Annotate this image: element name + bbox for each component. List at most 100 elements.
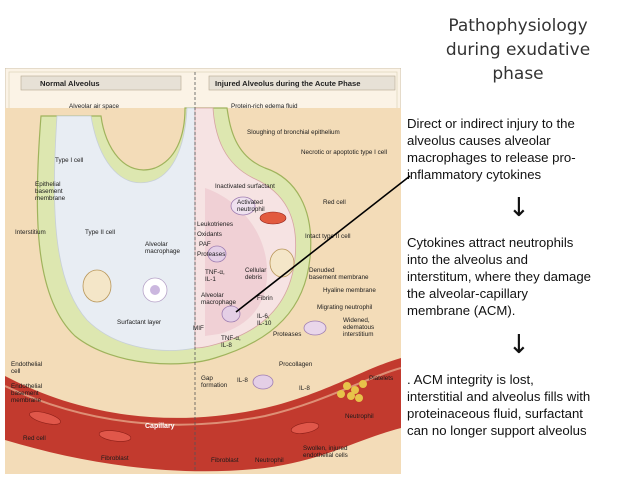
label-edema-fluid: Protein-rich edema fluid	[231, 103, 298, 110]
label-alveolar-macrophage: macrophage	[145, 248, 181, 255]
label-mif: MIF	[193, 325, 204, 332]
text-line: membrane (ACM).	[407, 303, 516, 318]
label-interstitium: Interstitium	[15, 229, 46, 236]
label-widened-interstitium: Widened,	[343, 317, 370, 324]
label-endothelial-bm: Endothelial	[11, 383, 42, 390]
alveolar-macrophage-right	[221, 305, 241, 323]
label-migrating-neutrophil: Migrating neutrophil	[317, 304, 372, 311]
step-1-text: Direct or indirect injury to the alveolu…	[407, 115, 635, 183]
label-endothelial-bm: membrane	[11, 397, 42, 404]
intact-type-2-cell	[269, 248, 295, 278]
label-fibroblast-left: Fibroblast	[101, 455, 129, 462]
label-epithelial: membrane	[35, 195, 66, 202]
label-il8: IL-8	[299, 385, 310, 392]
neutrophil	[207, 245, 227, 263]
text-line: Cytokines attract neutrophils	[407, 235, 574, 250]
label-necrotic-cell: Necrotic or apoptotic type I cell	[301, 149, 387, 156]
migrating-neutrophil	[303, 320, 327, 336]
normal-header-box	[20, 75, 182, 91]
label-paf: PAF	[199, 241, 211, 248]
label-alveolar-macrophage-right: Alveolar	[201, 292, 224, 299]
alveolus-illustration: Normal Alveolus Injured Alveolus during …	[5, 68, 401, 474]
capillary	[5, 358, 401, 472]
alveolus-diagram: Normal Alveolus Injured Alveolus during …	[5, 68, 401, 474]
label-fibrin: Fibrin	[257, 295, 273, 302]
text-line: interstitum, where they damage	[407, 269, 591, 284]
platelets-cluster	[337, 380, 367, 402]
label-tnf-il1: IL-1	[205, 276, 216, 283]
label-cellular-debris: Cellular	[245, 267, 266, 274]
title-line: phase	[492, 64, 544, 84]
label-neutrophil-mid: Neutrophil	[345, 413, 374, 420]
text-line: Direct or indirect injury to the	[407, 116, 575, 131]
label-proteases-right: Proteases	[273, 331, 301, 338]
macrophage-nucleus	[150, 285, 160, 295]
text-line: the alveolar-capillary	[407, 286, 528, 301]
label-platelets: Platelets	[369, 375, 393, 382]
label-il6-il10: IL-6,	[257, 313, 270, 320]
red-cell	[290, 422, 320, 434]
text-line: macrophages to release pro-	[407, 150, 576, 165]
label-inactivated-surfactant: Inactivated surfactant	[215, 183, 275, 190]
label-capillary: Capillary	[145, 423, 175, 430]
neutrophil-interstitium	[252, 374, 274, 390]
down-arrow-icon: ↓	[508, 193, 530, 223]
label-surfactant-layer: Surfactant layer	[117, 319, 161, 326]
text-line: interstitial and alveolus fills with	[407, 389, 591, 404]
label-cellular-debris: debris	[245, 274, 262, 281]
label-widened-interstitium: edematous	[343, 324, 374, 331]
title-line: Pathophysiology	[448, 16, 588, 36]
label-widened-interstitium: interstitium	[343, 331, 373, 338]
label-endothelial-cell: cell	[11, 368, 20, 375]
label-oxidants: Oxidants	[197, 231, 222, 238]
label-endothelial-bm: basement	[11, 390, 39, 397]
down-arrow-icon: ↓	[508, 330, 530, 360]
injured-header-box	[208, 75, 396, 91]
label-swollen-endothelial: endothelial cells	[303, 452, 348, 459]
label-denuded-bm: Denuded	[309, 267, 335, 274]
label-tnf-il8: IL-8	[221, 342, 232, 349]
text-line: can no longer support alveolus	[407, 423, 587, 438]
red-cell	[259, 211, 287, 225]
label-leukotrienes: Leukotrienes	[197, 221, 233, 228]
label-red-cell-right: Red cell	[323, 199, 346, 206]
label-alveolar-air-space: Alveolar air space	[69, 103, 120, 110]
label-gap-formation: Gap	[201, 375, 213, 382]
label-activated-neutrophil: neutrophil	[237, 206, 265, 213]
text-line: inflammatory cytokines	[407, 167, 542, 182]
text-line: into the alveolus and	[407, 252, 528, 267]
text-line: alveolus causes alveolar	[407, 133, 551, 148]
label-hyaline-membrane: Hyaline membrane	[323, 287, 376, 294]
label-fibroblast-right: Fibroblast	[211, 457, 239, 464]
header-injured: Injured Alveolus during the Acute Phase	[215, 79, 360, 88]
label-type-2-cell: Type II cell	[85, 229, 115, 236]
label-il6-il10: IL-10	[257, 320, 272, 327]
label-procollagen: Procollagen	[279, 361, 313, 368]
label-activated-neutrophil: Activated	[237, 199, 263, 206]
step-2-text: Cytokines attract neutrophils into the a…	[407, 234, 635, 319]
label-epithelial: Epithelial	[35, 181, 61, 188]
title-line: during exudative	[445, 40, 591, 60]
label-intact-type-2: Intact type II cell	[305, 233, 351, 240]
label-denuded-bm: basement membrane	[309, 274, 369, 281]
label-il8: IL-8	[237, 377, 248, 384]
label-tnf-il8: TNF-α,	[221, 335, 241, 342]
label-neutrophil-bottom: Neutrophil	[255, 457, 284, 464]
label-gap-formation: formation	[201, 382, 228, 389]
type-2-cell	[82, 269, 112, 303]
label-alveolar-macrophage: Alveolar	[145, 241, 168, 248]
text-line: . ACM integrity is lost,	[407, 372, 534, 387]
label-swollen-endothelial: Swollen, injured	[303, 445, 348, 452]
label-tnf-il1: TNF-α,	[205, 269, 225, 276]
slide-title: Pathophysiology during exudative phase	[418, 14, 618, 86]
red-cell	[98, 430, 132, 442]
label-endothelial-cell: Endothelial	[11, 361, 42, 368]
label-epithelial: basement	[35, 188, 63, 195]
red-cell	[29, 411, 61, 425]
label-alveolar-macrophage-right: macrophage	[201, 299, 237, 306]
text-line: proteinaceous fluid, surfactant	[407, 406, 583, 421]
header-normal: Normal Alveolus	[40, 79, 100, 88]
label-type-1-cell: Type I cell	[55, 157, 83, 164]
label-sloughing: Sloughing of bronchial epithelium	[247, 129, 340, 136]
label-red-cell-left: Red cell	[23, 435, 46, 442]
